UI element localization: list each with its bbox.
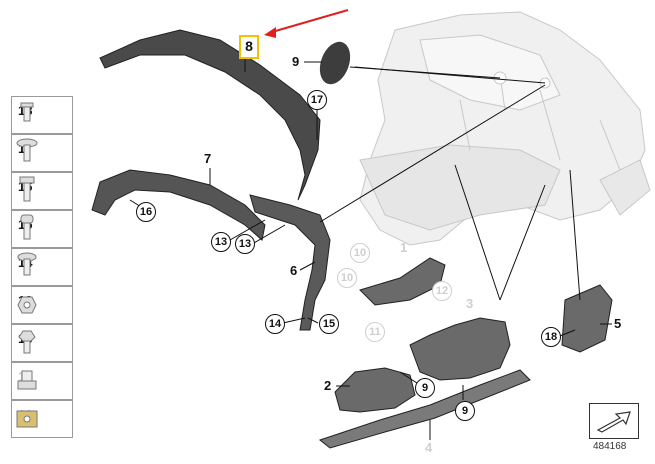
view-direction-symbol — [589, 403, 639, 439]
part-5-shape — [561, 284, 613, 353]
part-6-shape — [249, 194, 331, 331]
cage-nut-icon — [17, 370, 37, 390]
part-1-shape — [359, 257, 446, 306]
diagram-number: 484168 — [593, 441, 627, 452]
part-8-shape — [99, 29, 321, 201]
part-label-13a[interactable]: 13 — [211, 232, 231, 252]
part-label-17[interactable]: 17 — [307, 90, 327, 110]
part-3-shape — [409, 317, 511, 381]
part-label-7[interactable]: 7 — [204, 151, 212, 166]
collar-nut-screw-icon — [18, 330, 36, 354]
part-4-shape — [318, 369, 531, 449]
collar-screw-icon — [17, 252, 37, 276]
part-2-shape — [334, 367, 416, 413]
part-label-5[interactable]: 5 — [614, 316, 622, 331]
legend-item-10[interactable]: 10 — [11, 400, 73, 438]
part-label-18[interactable]: 18 — [541, 327, 561, 347]
highlighted-part-label[interactable]: 8 — [239, 35, 259, 59]
part-label-1[interactable]: 1 — [400, 240, 408, 255]
part-label-13b[interactable]: 13 — [235, 234, 255, 254]
rivet-icon — [20, 102, 34, 122]
part-label-4[interactable]: 4 — [425, 440, 433, 455]
legend-item-15[interactable]: 15 — [11, 210, 73, 248]
part-label-3[interactable]: 3 — [466, 296, 474, 311]
part-7-shape — [91, 169, 266, 241]
legend-item-17[interactable]: 17 — [11, 134, 73, 172]
part-label-6[interactable]: 6 — [290, 263, 298, 278]
part-label-9b[interactable]: 9 — [455, 401, 475, 421]
part-label-16[interactable]: 16 — [136, 202, 156, 222]
arrow-symbol-icon — [596, 411, 631, 433]
part-label-9a[interactable]: 9 — [415, 378, 435, 398]
part-label-15[interactable]: 15 — [319, 314, 339, 334]
legend-item-14[interactable]: 14 — [11, 248, 73, 286]
part-label-14[interactable]: 14 — [265, 314, 285, 334]
part-label-2[interactable]: 2 — [324, 378, 332, 393]
part-label-12[interactable]: 12 — [432, 281, 452, 301]
part-label-10b[interactable]: 10 — [337, 268, 357, 288]
legend-item-13[interactable]: 13 — [11, 286, 73, 324]
body-shell-drawing — [359, 11, 651, 246]
hex-nut-icon — [17, 296, 37, 314]
pointer-arrow — [264, 9, 349, 38]
flange-screw-icon — [16, 138, 38, 162]
clip-nut-icon — [16, 410, 38, 428]
legend-item-18[interactable]: 18 — [11, 96, 73, 134]
legend-item-13b[interactable]: 13 — [11, 324, 73, 362]
part-label-10a[interactable]: 10 — [350, 243, 370, 263]
leader-lines — [129, 48, 612, 440]
part-label-11[interactable]: 11 — [365, 322, 385, 342]
part-label-9-top[interactable]: 9 — [292, 54, 300, 69]
legend-item-16[interactable]: 16 — [11, 172, 73, 210]
torx-bolt-icon — [20, 214, 34, 240]
part-9-cap — [319, 41, 351, 85]
hex-bolt-icon — [19, 176, 35, 202]
legend-item-11[interactable]: 11 — [11, 362, 73, 400]
